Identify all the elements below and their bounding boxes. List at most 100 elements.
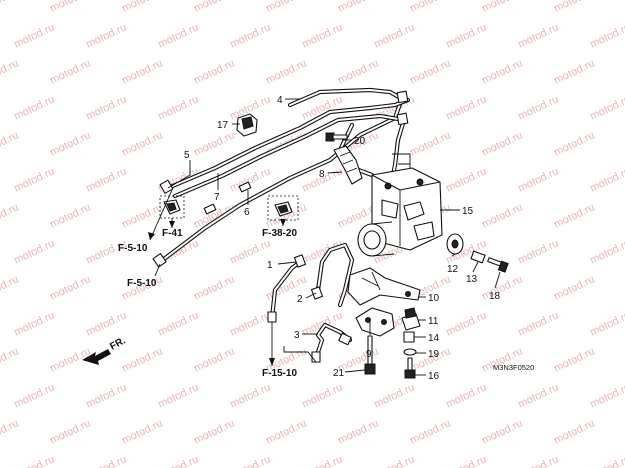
watermark-text: motod.ru <box>84 21 128 50</box>
watermark-text: motod.ru <box>516 237 560 266</box>
watermark-text: motod.ru <box>156 93 200 122</box>
watermark-text: motod.ru <box>444 165 488 194</box>
watermark-text: motod.ru <box>0 129 21 158</box>
brake-pipes <box>157 87 411 361</box>
watermark-text: motod.ru <box>48 273 92 302</box>
watermark-text: motod.ru <box>336 0 380 15</box>
watermark-text: motod.ru <box>408 57 452 86</box>
hose-part-8 <box>333 145 363 185</box>
watermark-text: motod.ru <box>552 417 596 446</box>
watermark-text: motod.ru <box>588 309 625 338</box>
watermark-text: motod.ru <box>372 21 416 50</box>
watermark-text: motod.ru <box>444 309 488 338</box>
watermark-text: motod.ru <box>516 453 560 468</box>
watermark-text: motod.ru <box>192 57 236 86</box>
callout-15: 15 <box>462 206 474 217</box>
watermark-text: motod.ru <box>0 57 21 86</box>
bracket-part-9 <box>355 307 395 337</box>
watermark-text: motod.ru <box>48 57 92 86</box>
watermark-text: motod.ru <box>12 381 56 410</box>
watermark-text: motod.ru <box>444 381 488 410</box>
callout-17: 17 <box>217 120 229 131</box>
callout-2: 2 <box>297 294 303 305</box>
watermark-text: motod.ru <box>84 93 128 122</box>
callout-19: 19 <box>428 349 440 360</box>
watermark-text: motod.ru <box>588 237 625 266</box>
watermark-text: motod.ru <box>120 57 164 86</box>
watermark-text: motod.ru <box>84 309 128 338</box>
watermark-text: motod.ru <box>480 0 524 15</box>
watermark-text: motod.ru <box>264 417 308 446</box>
watermark-text: motod.ru <box>444 453 488 468</box>
watermark-text: motod.ru <box>12 309 56 338</box>
watermark-text: motod.ru <box>228 21 272 50</box>
watermark-text: motod.ru <box>372 453 416 468</box>
diagram-code: M3N3F0520 <box>493 363 534 372</box>
watermark-text: motod.ru <box>372 381 416 410</box>
collar-part-13 <box>470 250 486 264</box>
callout-16: 16 <box>428 371 440 382</box>
watermark-text: motod.ru <box>192 345 236 374</box>
watermark-text: motod.ru <box>300 381 344 410</box>
callout-labels: 4 17 5 7 6 20 8 15 1 2 3 9 10 11 12 13 1… <box>184 95 501 382</box>
callout-18: 18 <box>489 291 501 302</box>
callout-12: 12 <box>447 264 459 275</box>
watermark-text: motod.ru <box>120 201 164 230</box>
watermark-text: motod.ru <box>588 93 625 122</box>
watermark-text: motod.ru <box>264 57 308 86</box>
callout-1: 1 <box>267 260 273 271</box>
leader-lines <box>148 98 501 376</box>
watermark-text: motod.ru <box>480 417 524 446</box>
bracket-part-10 <box>347 267 421 306</box>
watermark-text: motod.ru <box>192 273 236 302</box>
callout-21: 21 <box>333 368 345 379</box>
clip-part-17 <box>236 113 258 137</box>
ref-f5-10-upper: F-5-10 <box>118 243 148 254</box>
bolt-part-18 <box>487 257 509 273</box>
watermark-text: motod.ru <box>408 417 452 446</box>
watermark-text: motod.ru <box>300 21 344 50</box>
bolt-part-21 <box>364 335 376 375</box>
clip-f38-20-ref <box>274 201 293 217</box>
watermark-text: motod.ru <box>480 57 524 86</box>
watermark-text: motod.ru <box>156 309 200 338</box>
ref-f15-10: F-15-10 <box>262 368 297 379</box>
watermark-text: motod.ru <box>120 345 164 374</box>
ref-f41: F-41 <box>162 228 183 239</box>
watermark-text: motod.ru <box>12 21 56 50</box>
watermark-text: motod.ru <box>552 345 596 374</box>
watermark-text: motod.ru <box>552 273 596 302</box>
clip-f41-ref <box>163 199 181 215</box>
ref-f5-10-lower: F-5-10 <box>127 278 157 289</box>
mount-part-11 <box>401 307 421 331</box>
callout-13: 13 <box>466 274 478 285</box>
watermark-text: motod.ru <box>12 93 56 122</box>
watermark-text: motod.ru <box>336 417 380 446</box>
watermark-text: motod.ru <box>516 309 560 338</box>
watermark-text: motod.ru <box>0 345 21 374</box>
watermark-text: motod.ru <box>480 273 524 302</box>
watermark-text: motod.ru <box>84 381 128 410</box>
watermark-text: motod.ru <box>120 129 164 158</box>
callout-4: 4 <box>277 95 283 106</box>
watermark-text: motod.ru <box>444 93 488 122</box>
watermark-text: motod.ru <box>588 381 625 410</box>
callout-7: 7 <box>214 192 220 203</box>
watermark-text: motod.ru <box>120 417 164 446</box>
watermark-text: motod.ru <box>12 237 56 266</box>
watermark-text: motod.ru <box>336 57 380 86</box>
watermark-text: motod.ru <box>0 273 21 302</box>
watermark-text: motod.ru <box>228 309 272 338</box>
watermark-text: motod.ru <box>228 453 272 468</box>
watermark-text: motod.ru <box>228 381 272 410</box>
front-label: FR. <box>108 335 128 352</box>
watermark-text: motod.ru <box>48 0 92 15</box>
watermark-text: motod.ru <box>48 417 92 446</box>
watermark-text: motod.ru <box>156 21 200 50</box>
watermark-text: motod.ru <box>408 129 452 158</box>
watermark-text: motod.ru <box>300 453 344 468</box>
washer-part-19 <box>403 348 417 356</box>
watermark-text: motod.ru <box>264 0 308 15</box>
